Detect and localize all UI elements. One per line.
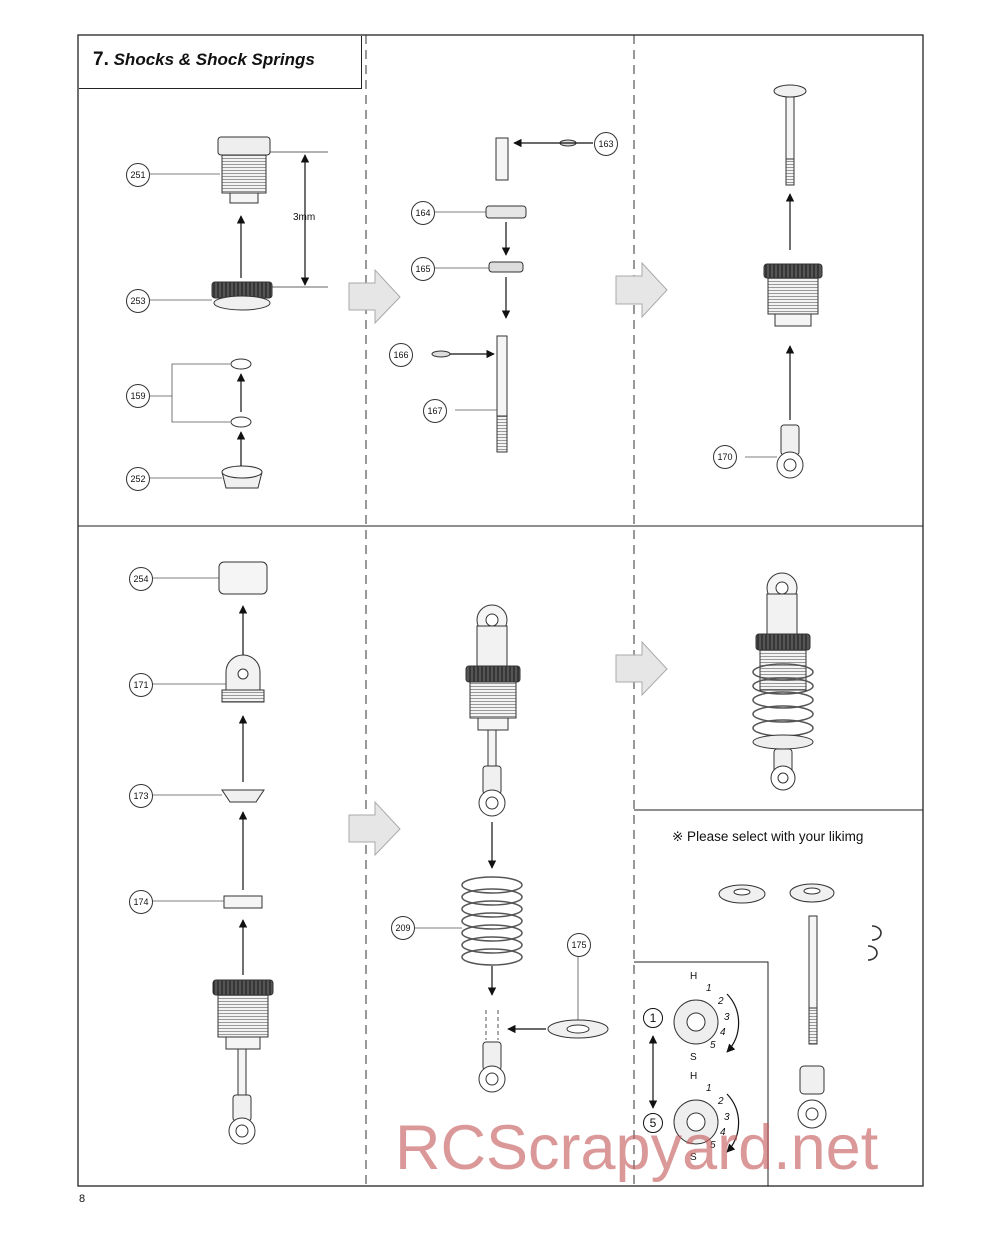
part-callout-171: 171	[129, 673, 153, 697]
part-callout-167: 167	[423, 399, 447, 423]
dimension-ext-lines	[270, 151, 328, 288]
step-arrows	[348, 261, 668, 857]
scale-top-4: 4	[720, 1027, 726, 1038]
scale-bottom-2: 2	[718, 1096, 724, 1107]
watermark-text: RCScrapyard.net	[395, 1113, 879, 1183]
part-callout-251: 251	[126, 163, 150, 187]
scale-bottom-1: 1	[706, 1083, 712, 1094]
part-callout-173: 173	[129, 784, 153, 808]
scale-top-5: 5	[710, 1040, 716, 1051]
panel-3-parts	[763, 84, 823, 479]
section-title-box: 7. Shocks & Shock Springs	[79, 36, 362, 89]
part-callout-164: 164	[411, 201, 435, 225]
panel-2-leaders	[428, 211, 497, 411]
scale-top-h: H	[690, 971, 698, 982]
part-callout-174: 174	[129, 890, 153, 914]
panel-4-parts	[212, 561, 274, 1145]
divider-setting-box	[634, 961, 769, 1186]
scale-bottom-s: S	[690, 1152, 697, 1163]
scale-top-3: 3	[724, 1012, 730, 1023]
setting-step-1: 1	[643, 1008, 663, 1028]
panel-5-arrows	[487, 822, 546, 1034]
assembled-shock	[752, 572, 814, 791]
section-title-text: Shocks & Shock Springs	[113, 50, 315, 69]
scale-top-2: 2	[718, 996, 724, 1007]
step-arrow-2	[615, 261, 668, 319]
part-callout-175: 175	[567, 933, 591, 957]
part-callout-253: 253	[126, 289, 150, 313]
section-title: 7. Shocks & Shock Springs	[93, 49, 315, 71]
panel-1-parts	[211, 136, 273, 489]
scale-bottom-3: 3	[724, 1112, 730, 1123]
panel-4-leaders	[151, 577, 226, 902]
part-callout-209: 209	[391, 916, 415, 940]
part-callout-170: 170	[713, 445, 737, 469]
dimension-label: 3mm	[293, 212, 316, 223]
panel-5-parts	[461, 604, 609, 1093]
scale-bottom-h: H	[690, 1071, 698, 1082]
panel-5-leaders	[414, 927, 579, 1020]
step-arrow-3	[348, 800, 401, 857]
section-number: 7.	[93, 49, 109, 70]
part-callout-165: 165	[411, 257, 435, 281]
option-note: ※ Please select with your likimg	[672, 829, 864, 844]
page-number: 8	[79, 1193, 86, 1205]
scale-top-s: S	[690, 1052, 697, 1063]
scale-bottom-4: 4	[720, 1127, 726, 1138]
panel-2-parts	[431, 137, 577, 453]
scale-bottom-5: 5	[710, 1140, 716, 1151]
setting-step-5: 5	[643, 1113, 663, 1133]
panel-2-arrows	[450, 138, 593, 359]
part-callout-163: 163	[594, 132, 618, 156]
part-callout-166: 166	[389, 343, 413, 367]
piston-setting-5	[673, 1093, 740, 1153]
step-arrow-4	[615, 640, 668, 697]
piston-setting-1	[673, 993, 740, 1053]
part-callout-254: 254	[129, 567, 153, 591]
scale-top-1: 1	[706, 983, 712, 994]
part-callout-159: 159	[126, 384, 150, 408]
panel-1-leaders	[147, 173, 230, 479]
option-parts	[718, 883, 882, 1129]
page-frame	[77, 34, 924, 1187]
step-arrow-1	[348, 268, 401, 325]
panel-1-arrows	[236, 154, 310, 466]
part-callout-252: 252	[126, 467, 150, 491]
